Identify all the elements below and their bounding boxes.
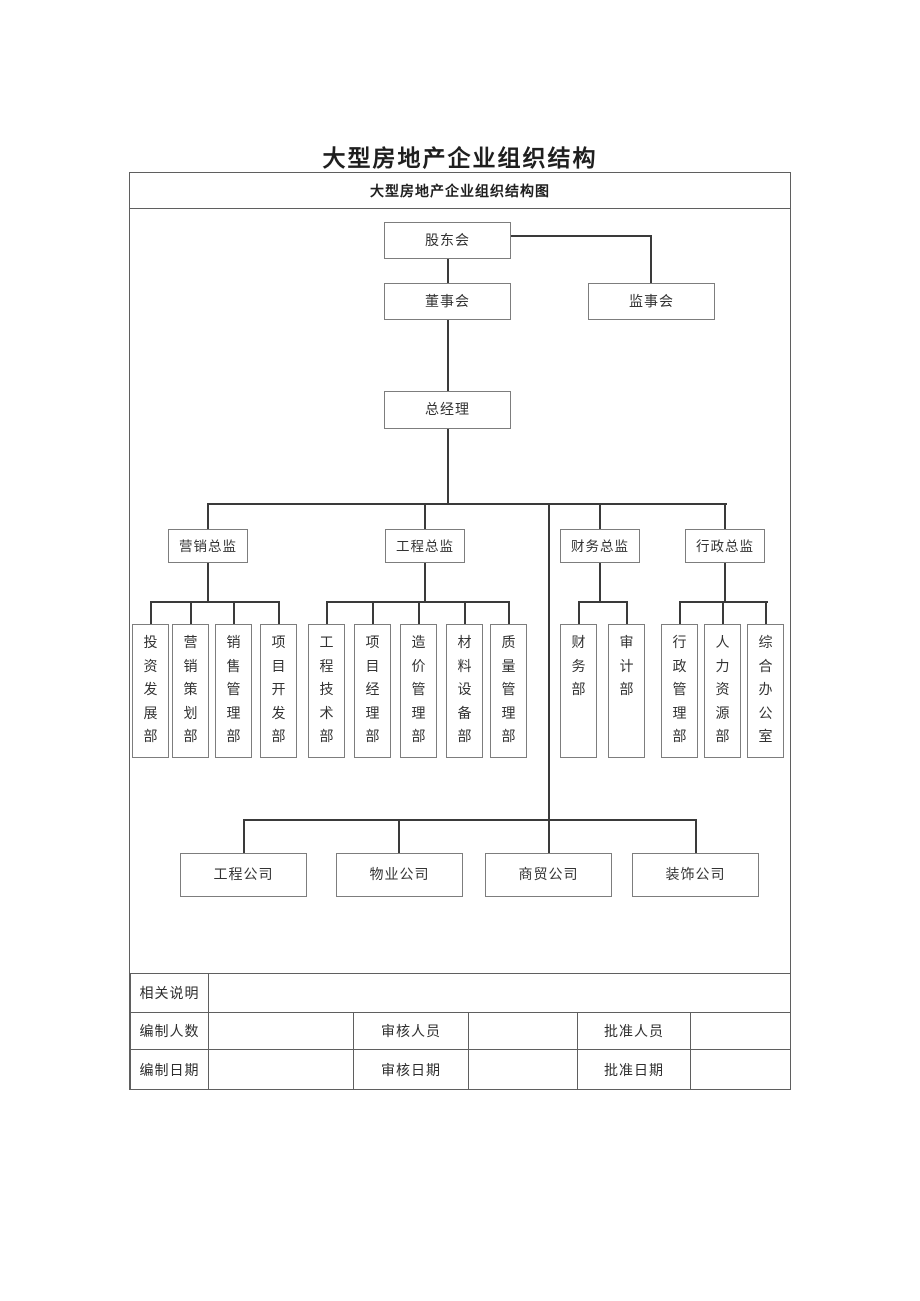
org-chart-sheet: 大型房地产企业组织结构图 股东会 董事会 监事会 总经理 营销总监 工程总监 财… [129,172,792,1090]
connector-line [424,503,426,529]
dept-box-finance: 财务部 [560,624,597,758]
connector-line [207,503,209,529]
connector-line [548,503,550,853]
connector-line [398,819,400,853]
connector-line [626,601,628,624]
prepared-date-label-cell: 编制日期 [130,1049,209,1090]
dept-box-quality-management: 质量管理部 [490,624,527,758]
connector-line [765,601,767,624]
connector-line [578,601,628,603]
connector-line [511,235,652,237]
notes-value-cell [207,973,792,1013]
connector-line [150,601,280,603]
approval-date-value-cell [689,1049,792,1090]
dept-box-audit: 审计部 [608,624,645,758]
org-box-shareholders: 股东会 [384,222,511,259]
staff-count-label-cell: 编制人数 [130,1012,209,1050]
review-date-label-cell: 审核日期 [353,1049,469,1090]
connector-line [578,601,580,624]
approver-value-cell [689,1012,792,1050]
dept-box-admin-management: 行政管理部 [661,624,698,758]
connector-line [508,601,510,624]
dept-box-marketing-planning: 营销策划部 [172,624,209,758]
org-box-board: 董事会 [384,283,511,320]
dept-box-general-office: 综合办公室 [747,624,784,758]
connector-line [650,235,652,283]
org-box-supervisory: 监事会 [588,283,715,320]
reviewer-value-cell [468,1012,578,1050]
dept-box-sales-management: 销售管理部 [215,624,252,758]
document-title: 大型房地产企业组织结构 [322,145,598,171]
prepared-date-value-cell [208,1049,354,1090]
connector-line [724,503,726,529]
dept-box-human-resources: 人力资源部 [704,624,741,758]
dept-box-project-manager: 项目经理部 [354,624,391,758]
connector-line [243,819,697,821]
connector-line [679,601,681,624]
connector-line [150,601,152,624]
approval-date-label-cell: 批准日期 [577,1049,691,1090]
company-box-decoration: 装饰公司 [632,853,759,897]
connector-line [722,601,724,624]
connector-line [599,503,601,529]
director-box-engineering: 工程总监 [385,529,465,563]
connector-line [447,259,449,283]
sheet-header-title: 大型房地产企业组织结构图 [130,173,790,209]
connector-line [278,601,280,624]
connector-line [464,601,466,624]
company-box-engineering: 工程公司 [180,853,307,897]
director-box-admin: 行政总监 [685,529,765,563]
dept-box-materials-equipment: 材料设备部 [446,624,483,758]
connector-line [599,563,601,601]
connector-line [418,601,420,624]
connector-line [243,819,245,853]
connector-line [326,601,328,624]
connector-line [447,429,449,503]
dept-box-engineering-tech: 工程技术部 [308,624,345,758]
dept-box-investment-development: 投资发展部 [132,624,169,758]
director-box-marketing: 营销总监 [168,529,248,563]
company-box-trading: 商贸公司 [485,853,612,897]
notes-label-cell: 相关说明 [130,973,209,1013]
dept-box-project-development: 项目开发部 [260,624,297,758]
connector-line [233,601,235,624]
info-table: 相关说明 编制人数 审核人员 批准人员 编制日期 审核日期 批准日期 [130,973,792,1090]
staff-count-value-cell [208,1012,354,1050]
connector-line [447,320,449,391]
approver-label-cell: 批准人员 [577,1012,691,1050]
reviewer-label-cell: 审核人员 [353,1012,469,1050]
connector-line [695,819,697,853]
org-box-general-manager: 总经理 [384,391,511,429]
company-box-property: 物业公司 [336,853,463,897]
review-date-value-cell [468,1049,578,1090]
dept-box-cost-management: 造价管理部 [400,624,437,758]
connector-line [190,601,192,624]
connector-line [724,563,726,601]
connector-line [424,563,426,601]
director-box-finance: 财务总监 [560,529,640,563]
connector-line [372,601,374,624]
connector-line [207,503,727,505]
connector-line [207,563,209,601]
